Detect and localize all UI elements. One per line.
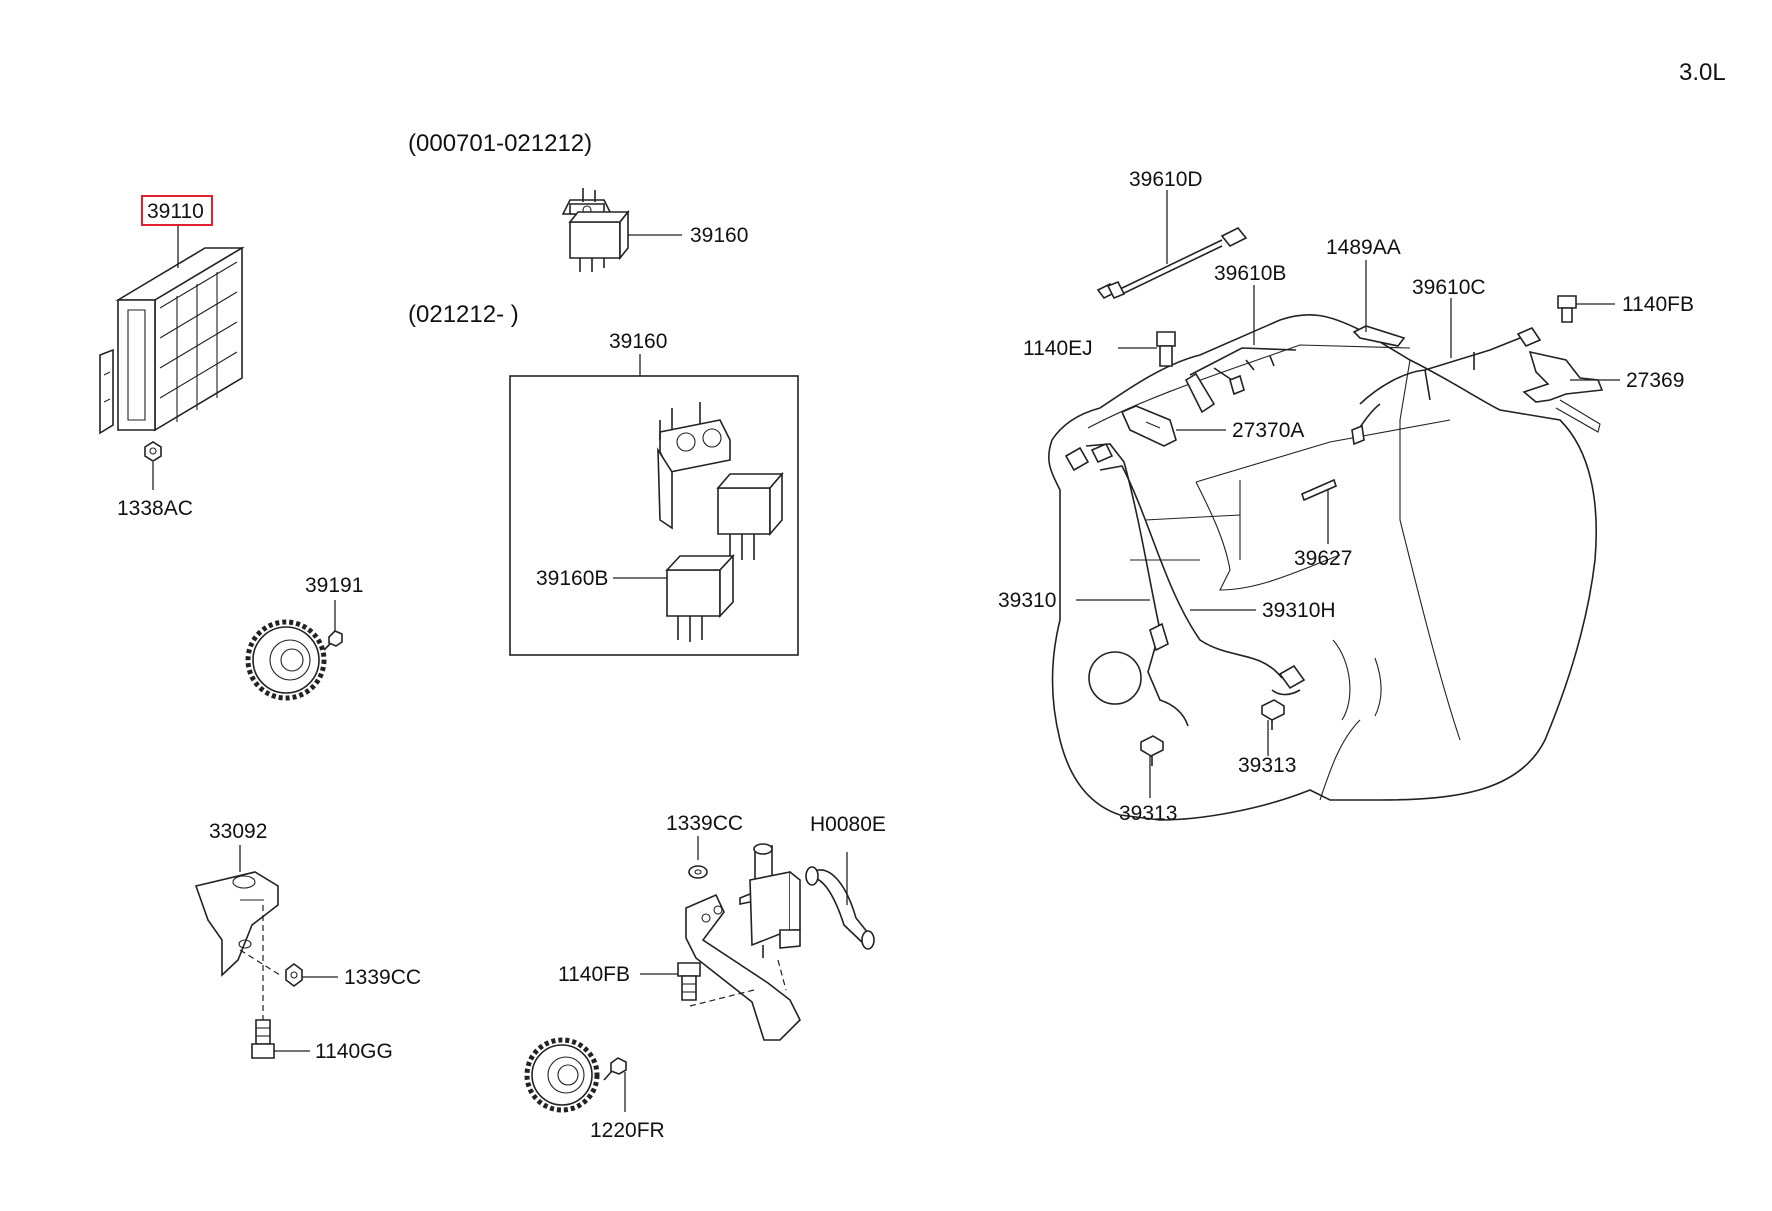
label-1339CC-a[interactable]: 1339CC — [344, 966, 421, 989]
label-39160-late[interactable]: 39160 — [609, 330, 667, 353]
bolt-1140EJ[interactable] — [1156, 331, 1176, 367]
bracket-33092[interactable] — [194, 871, 279, 977]
relay-assembly-box — [509, 375, 799, 656]
hose-H0080E[interactable] — [805, 866, 875, 950]
bolt-39313-b[interactable] — [1140, 735, 1164, 766]
sensor-wheel-1220FR[interactable] — [524, 1037, 600, 1113]
harness-39610B[interactable] — [1184, 347, 1297, 414]
date-range-late: (021212- ) — [408, 301, 519, 328]
harness-39310H[interactable] — [1099, 465, 1306, 696]
label-39610D[interactable]: 39610D — [1129, 168, 1203, 191]
label-1140FB-b[interactable]: 1140FB — [1622, 293, 1694, 316]
label-27369[interactable]: 27369 — [1626, 369, 1684, 392]
selected-part-highlight — [141, 195, 213, 226]
bolt-39313-a[interactable] — [1261, 699, 1285, 730]
sensor-cable-39610D[interactable] — [1096, 226, 1248, 300]
label-33092[interactable]: 33092 — [209, 820, 267, 843]
bolt-1140FB-a[interactable] — [677, 962, 701, 1001]
relay-39160B[interactable] — [665, 553, 735, 642]
label-39610C[interactable]: 39610C — [1412, 276, 1486, 299]
bracket-27369[interactable] — [1522, 350, 1604, 433]
nut-1339CC-a[interactable] — [285, 963, 303, 987]
label-39610B[interactable]: 39610B — [1214, 262, 1286, 285]
bolt-1140GG[interactable] — [251, 1019, 275, 1059]
label-1339CC-b[interactable]: 1339CC — [666, 812, 743, 835]
bolt-1140FB-b[interactable] — [1557, 295, 1577, 323]
clip-1489AA[interactable] — [1352, 325, 1406, 347]
bolt-1220FR[interactable] — [603, 1057, 627, 1081]
label-39310[interactable]: 39310 — [998, 589, 1056, 612]
harness-39610C[interactable] — [1351, 327, 1542, 446]
coil-27370A[interactable] — [1120, 405, 1177, 447]
label-39160B[interactable]: 39160B — [536, 567, 608, 590]
label-39313-a[interactable]: 39313 — [1238, 754, 1296, 777]
label-39160-early[interactable]: 39160 — [690, 224, 748, 247]
date-range-early: (000701-021212) — [408, 130, 592, 157]
label-1140EJ[interactable]: 1140EJ — [1023, 337, 1093, 360]
engine-label: 3.0L — [1679, 59, 1726, 86]
label-39191[interactable]: 39191 — [305, 574, 363, 597]
label-H0080E[interactable]: H0080E — [810, 813, 886, 836]
label-39310H[interactable]: 39310H — [1262, 599, 1336, 622]
label-1338AC[interactable]: 1338AC — [117, 497, 193, 520]
harness-39310[interactable] — [1064, 442, 1189, 727]
label-1140GG[interactable]: 1140GG — [315, 1040, 393, 1063]
label-39313-b[interactable]: 39313 — [1119, 802, 1177, 825]
label-39110[interactable]: 39110 — [147, 200, 204, 223]
label-1140FB-a[interactable]: 1140FB — [558, 963, 630, 986]
clamp-39627[interactable] — [1301, 478, 1337, 502]
label-1220FR[interactable]: 1220FR — [590, 1119, 665, 1142]
nut-1339CC-b[interactable] — [688, 865, 708, 879]
bolt-39191[interactable] — [323, 630, 343, 651]
label-39627[interactable]: 39627 — [1294, 547, 1352, 570]
mounting-bracket[interactable] — [685, 893, 801, 1041]
nut-1338AC[interactable] — [144, 441, 162, 462]
relay-bracket[interactable] — [657, 402, 731, 530]
solenoid-valve[interactable] — [739, 843, 801, 958]
ecu-module[interactable] — [99, 246, 245, 435]
relay-39160-early[interactable] — [561, 188, 630, 272]
relay-upper[interactable] — [716, 471, 784, 560]
engine-block — [1048, 314, 1598, 821]
label-27370A[interactable]: 27370A — [1232, 419, 1304, 442]
sensor-wheel-39191[interactable] — [245, 619, 327, 701]
label-1489AA[interactable]: 1489AA — [1326, 236, 1401, 259]
